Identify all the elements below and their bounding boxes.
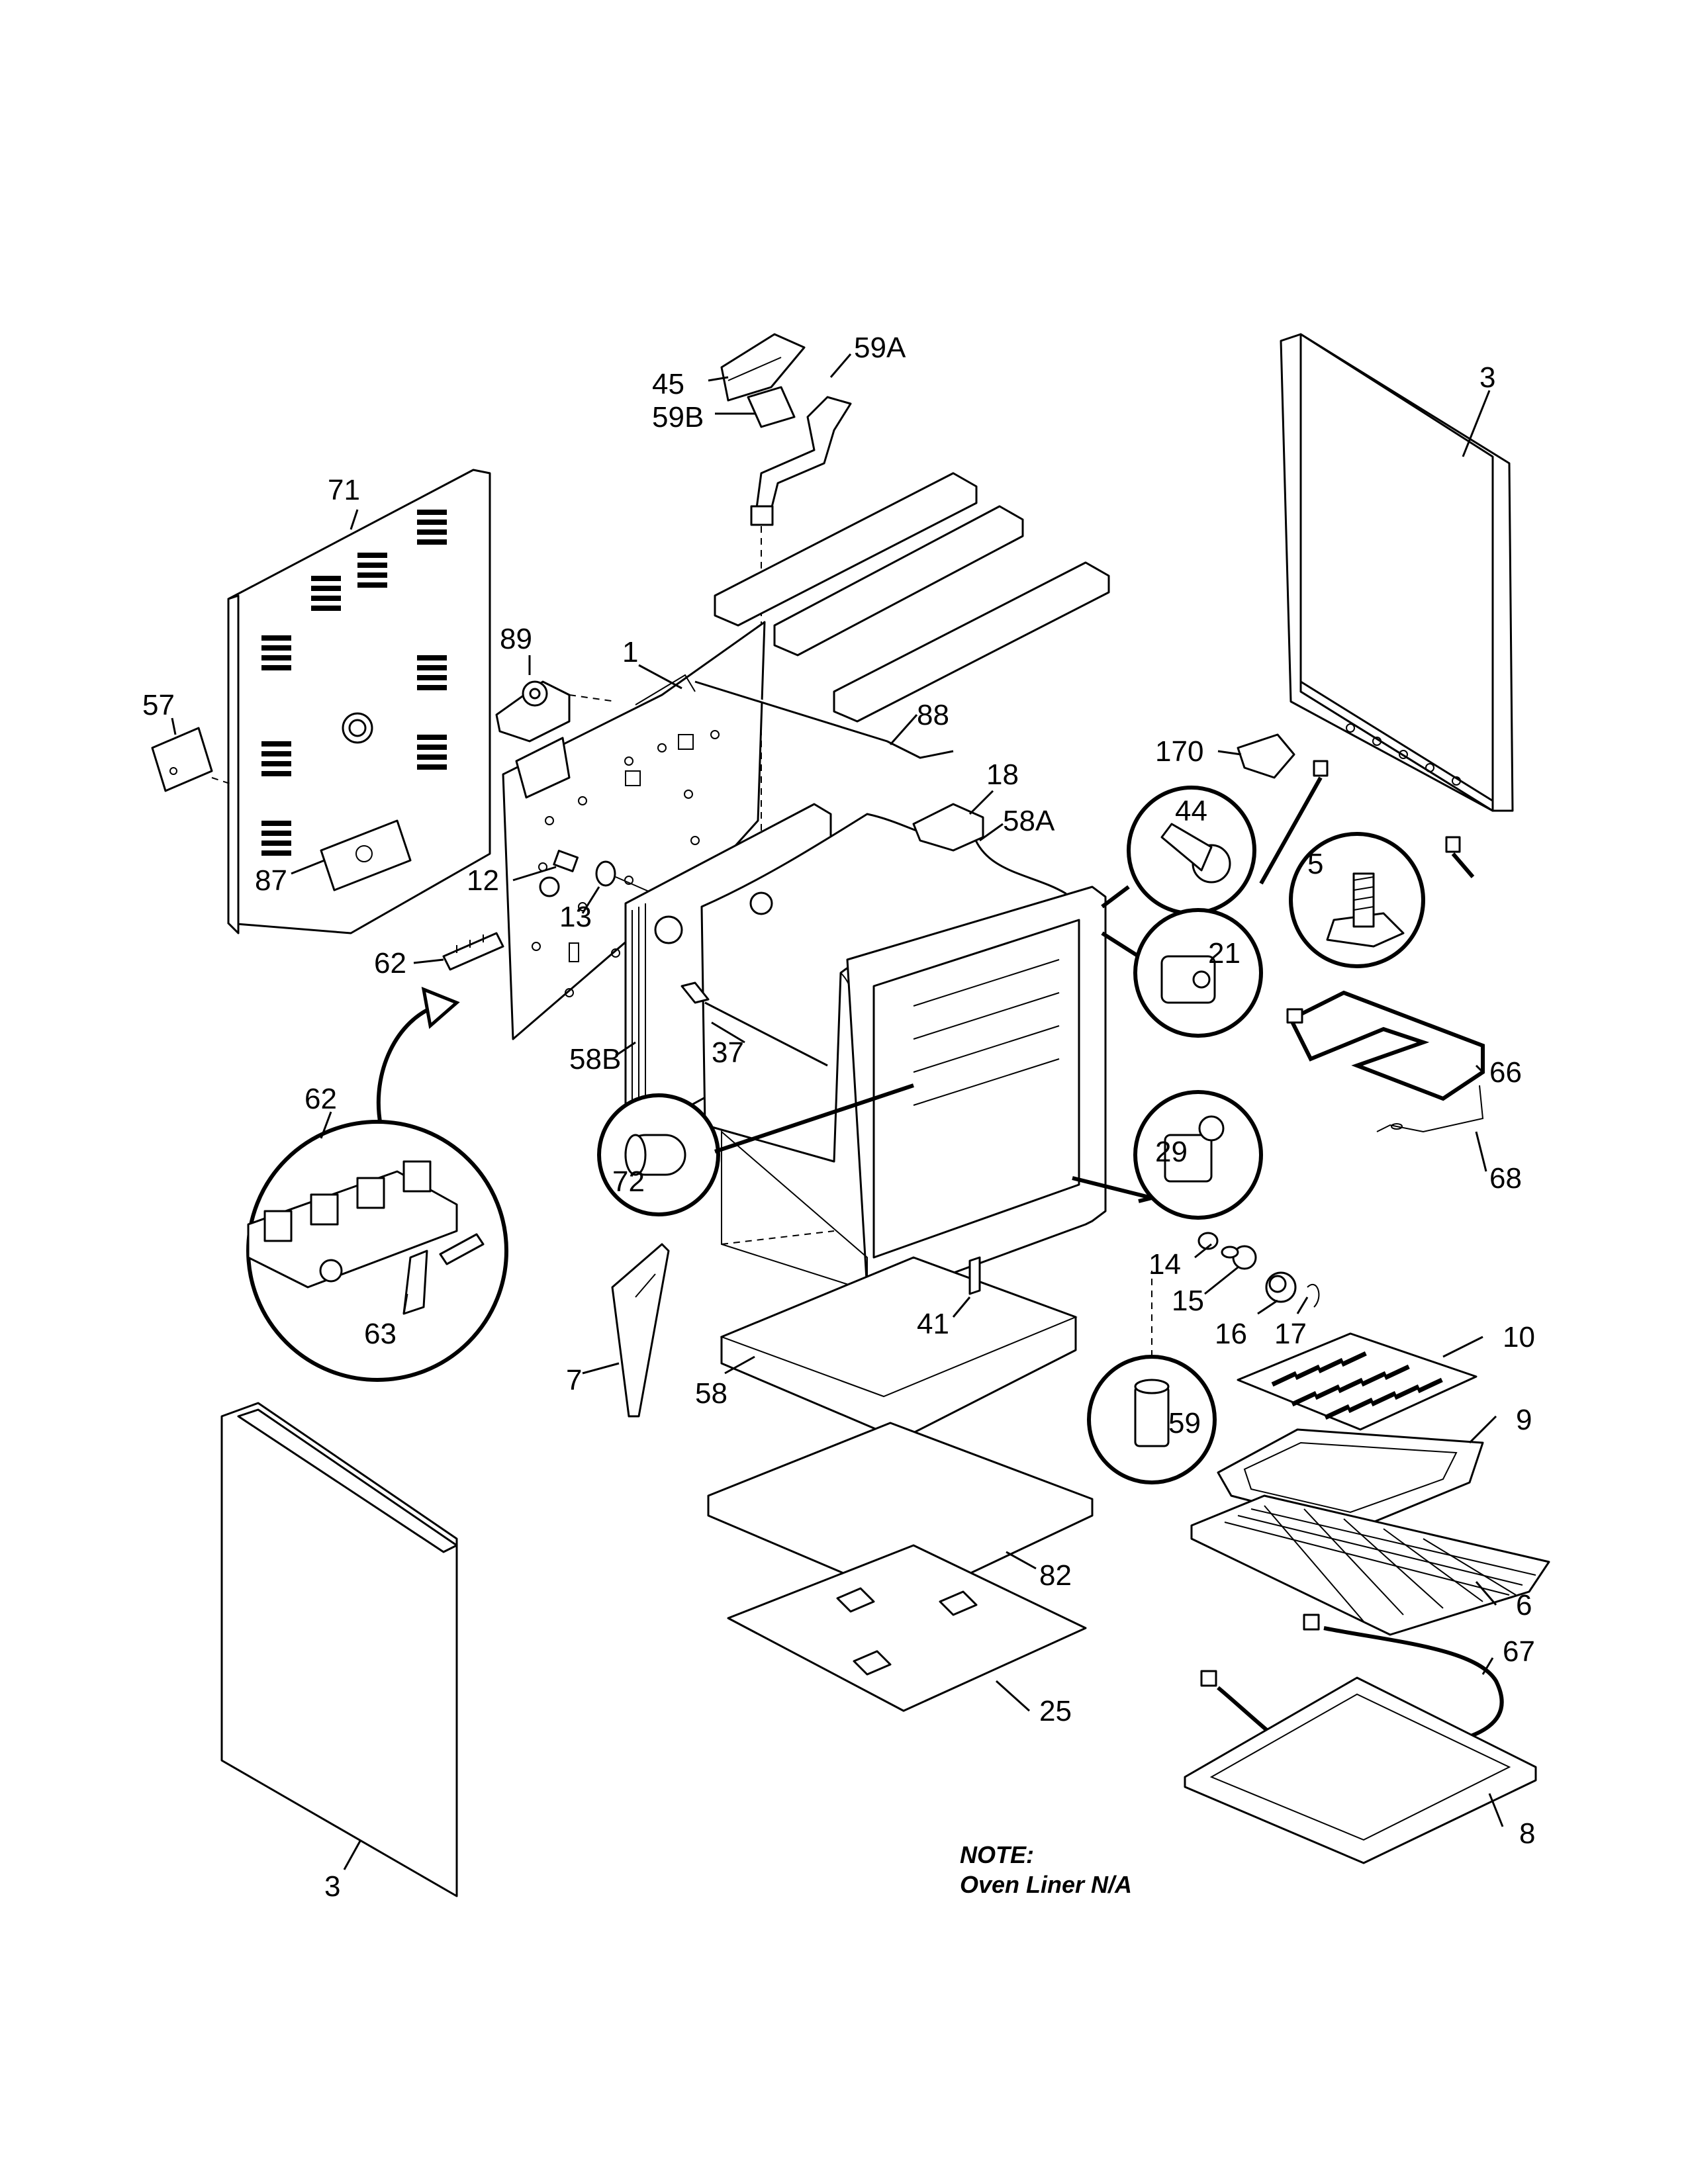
part-59b-clip <box>747 386 796 428</box>
label-5: 5 <box>1307 848 1323 880</box>
label-21: 21 <box>1208 937 1241 970</box>
part-16-lens <box>1265 1271 1297 1303</box>
label-58a: 58A <box>1003 805 1055 837</box>
part-59a-tube <box>750 396 852 526</box>
part-66-bake-element <box>1286 990 1485 1101</box>
note-text: Oven Liner N/A <box>960 1871 1132 1898</box>
callout-5-leveler <box>1289 832 1425 968</box>
label-15: 15 <box>1172 1285 1204 1317</box>
part-68-element-wire <box>1376 1085 1484 1133</box>
label-88: 88 <box>917 699 949 731</box>
label-89: 89 <box>500 623 532 655</box>
top-rail-3 <box>833 561 1110 723</box>
label-25: 25 <box>1039 1695 1072 1727</box>
part-3-side-panel-right <box>1280 333 1514 812</box>
label-45: 45 <box>652 368 684 400</box>
part-170-bracket <box>1237 733 1295 779</box>
label-1: 1 <box>622 636 638 668</box>
label-7: 7 <box>566 1364 582 1396</box>
label-14: 14 <box>1149 1248 1181 1281</box>
part-7-hinge <box>611 1243 670 1418</box>
label-16: 16 <box>1215 1318 1247 1350</box>
part-10-broil-grid <box>1237 1332 1477 1431</box>
label-62-top: 62 <box>374 947 406 979</box>
part-37-probe <box>680 981 828 1067</box>
oven-front-frame <box>721 886 1107 1298</box>
part-number-labels: 45 59B 59A 71 3 57 89 1 88 18 58A 170 44… <box>142 332 1535 1903</box>
label-58b: 58B <box>569 1043 621 1075</box>
label-87: 87 <box>255 864 287 897</box>
label-82: 82 <box>1039 1559 1072 1592</box>
note-title: NOTE: <box>960 1841 1034 1868</box>
label-71: 71 <box>328 474 360 506</box>
label-18: 18 <box>986 758 1019 791</box>
part-88-rod <box>694 680 954 759</box>
label-66: 66 <box>1489 1056 1522 1089</box>
label-68: 68 <box>1489 1162 1522 1195</box>
label-29: 29 <box>1155 1136 1188 1168</box>
label-17: 17 <box>1274 1318 1307 1350</box>
label-37: 37 <box>712 1036 744 1069</box>
part-15-bulb <box>1221 1245 1257 1270</box>
top-rail-1 <box>714 472 978 627</box>
part-3-side-panel-left <box>220 1402 458 1897</box>
callout-29-clip <box>1133 1090 1263 1220</box>
part-87-bracket <box>320 819 412 891</box>
part-62-terminal-block <box>442 932 504 971</box>
part-1-back-wall <box>502 621 766 1040</box>
part-71-rear-panel <box>227 469 491 934</box>
part-12-bolt <box>553 849 579 872</box>
part-89-clamp <box>495 680 571 743</box>
label-12: 12 <box>467 864 499 897</box>
part-41-bracket <box>968 1256 981 1295</box>
label-57: 57 <box>142 689 175 721</box>
part-14-socket <box>1197 1232 1219 1250</box>
label-41: 41 <box>917 1308 949 1340</box>
label-59: 59 <box>1168 1407 1201 1439</box>
label-3-left: 3 <box>324 1870 340 1903</box>
top-rail-2 <box>773 505 1024 657</box>
leveler-screw-right-2 <box>1445 836 1461 853</box>
leveler-screw-right-1 <box>1313 760 1329 777</box>
label-170: 170 <box>1155 735 1203 768</box>
part-13-ring <box>595 860 616 887</box>
part-8-oven-floor <box>1184 1676 1537 1864</box>
part-82-bottom-panel <box>707 1422 1094 1603</box>
part-57-cover-plate <box>151 727 213 792</box>
part-45-bracket <box>720 333 806 402</box>
label-58: 58 <box>695 1377 727 1410</box>
callout-72-light-cover <box>597 1093 720 1216</box>
callout-62-terminal-block <box>246 1120 508 1382</box>
leader-lines <box>171 353 1504 1870</box>
label-62-callout: 62 <box>305 1083 337 1115</box>
callout-21-clip <box>1133 908 1263 1038</box>
note-block: NOTE: Oven Liner N/A <box>960 1841 1132 1898</box>
label-67: 67 <box>1503 1635 1535 1668</box>
part-17-wire-clip <box>1307 1284 1320 1308</box>
label-59a: 59A <box>854 332 906 364</box>
label-6: 6 <box>1516 1589 1532 1621</box>
label-63: 63 <box>364 1318 397 1350</box>
label-3-right: 3 <box>1479 361 1495 394</box>
label-10: 10 <box>1503 1321 1535 1353</box>
part-25-bottom-tray <box>727 1544 1087 1712</box>
label-59b: 59B <box>652 401 704 433</box>
label-44: 44 <box>1175 795 1207 827</box>
label-72: 72 <box>612 1165 645 1198</box>
label-8: 8 <box>1519 1817 1535 1850</box>
label-9: 9 <box>1516 1404 1532 1436</box>
part-6-oven-rack <box>1190 1494 1550 1636</box>
label-13: 13 <box>559 901 592 933</box>
part-58-bottom-insulation <box>720 1256 1078 1441</box>
